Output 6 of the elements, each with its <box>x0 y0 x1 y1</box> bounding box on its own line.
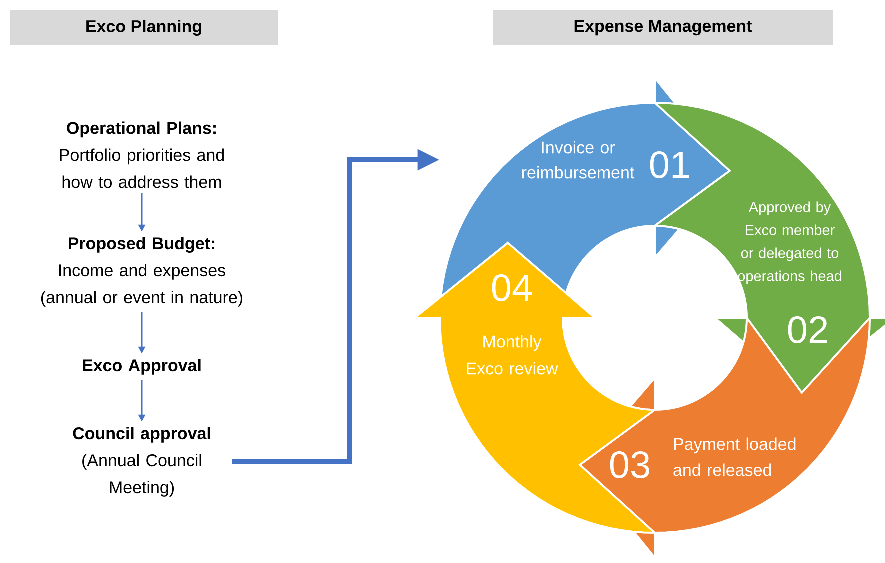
step-text: Proposed Budget: Income and expenses (annual or event in nature) <box>41 237 242 307</box>
step-text: Council approval (Annual Council Meeting) <box>73 427 210 497</box>
section-header: Exco Planning <box>10 10 278 46</box>
step-text: Exco Approval <box>83 359 201 375</box>
section-header: Expense Management <box>493 10 833 46</box>
step-text: Operational Plans: Portfolio priorities and how to address them <box>60 122 224 188</box>
